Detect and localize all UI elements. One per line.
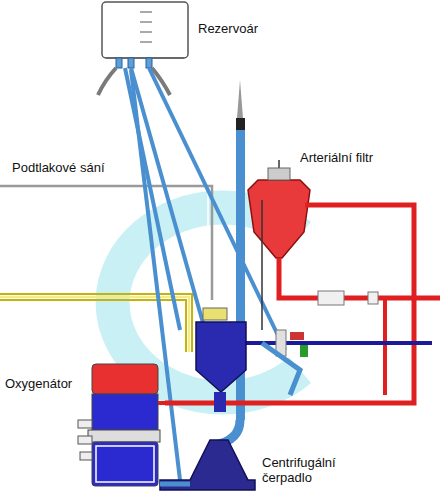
- reservoir-port: [98, 68, 116, 95]
- part-label: Oxygenátor: [5, 376, 85, 391]
- connector: [318, 291, 344, 305]
- arterial-tube: [279, 258, 440, 298]
- oxygenator-body: [92, 394, 158, 430]
- cap: [203, 308, 227, 320]
- vent-tip: [237, 80, 243, 118]
- part-label: Rezervoár: [198, 21, 298, 36]
- arterial-tube: [383, 298, 387, 395]
- oxygenator-exchanger: [92, 442, 158, 486]
- arterial-filter: [248, 180, 310, 258]
- arterial-tube: [165, 205, 414, 403]
- oxygenator-top: [92, 364, 158, 394]
- venous-line: [245, 341, 432, 345]
- part-label: Centrifugální čerpadlo: [262, 455, 372, 485]
- suction-line-inner: [0, 190, 208, 300]
- part-label: Arteriální filtr: [300, 150, 430, 165]
- venous-tube: [125, 68, 180, 330]
- reservoir-bag: [102, 2, 188, 58]
- part-label: Podtlakové sání: [12, 160, 162, 175]
- venous-reservoir: [196, 322, 246, 392]
- centrifugal-pump: [160, 440, 255, 490]
